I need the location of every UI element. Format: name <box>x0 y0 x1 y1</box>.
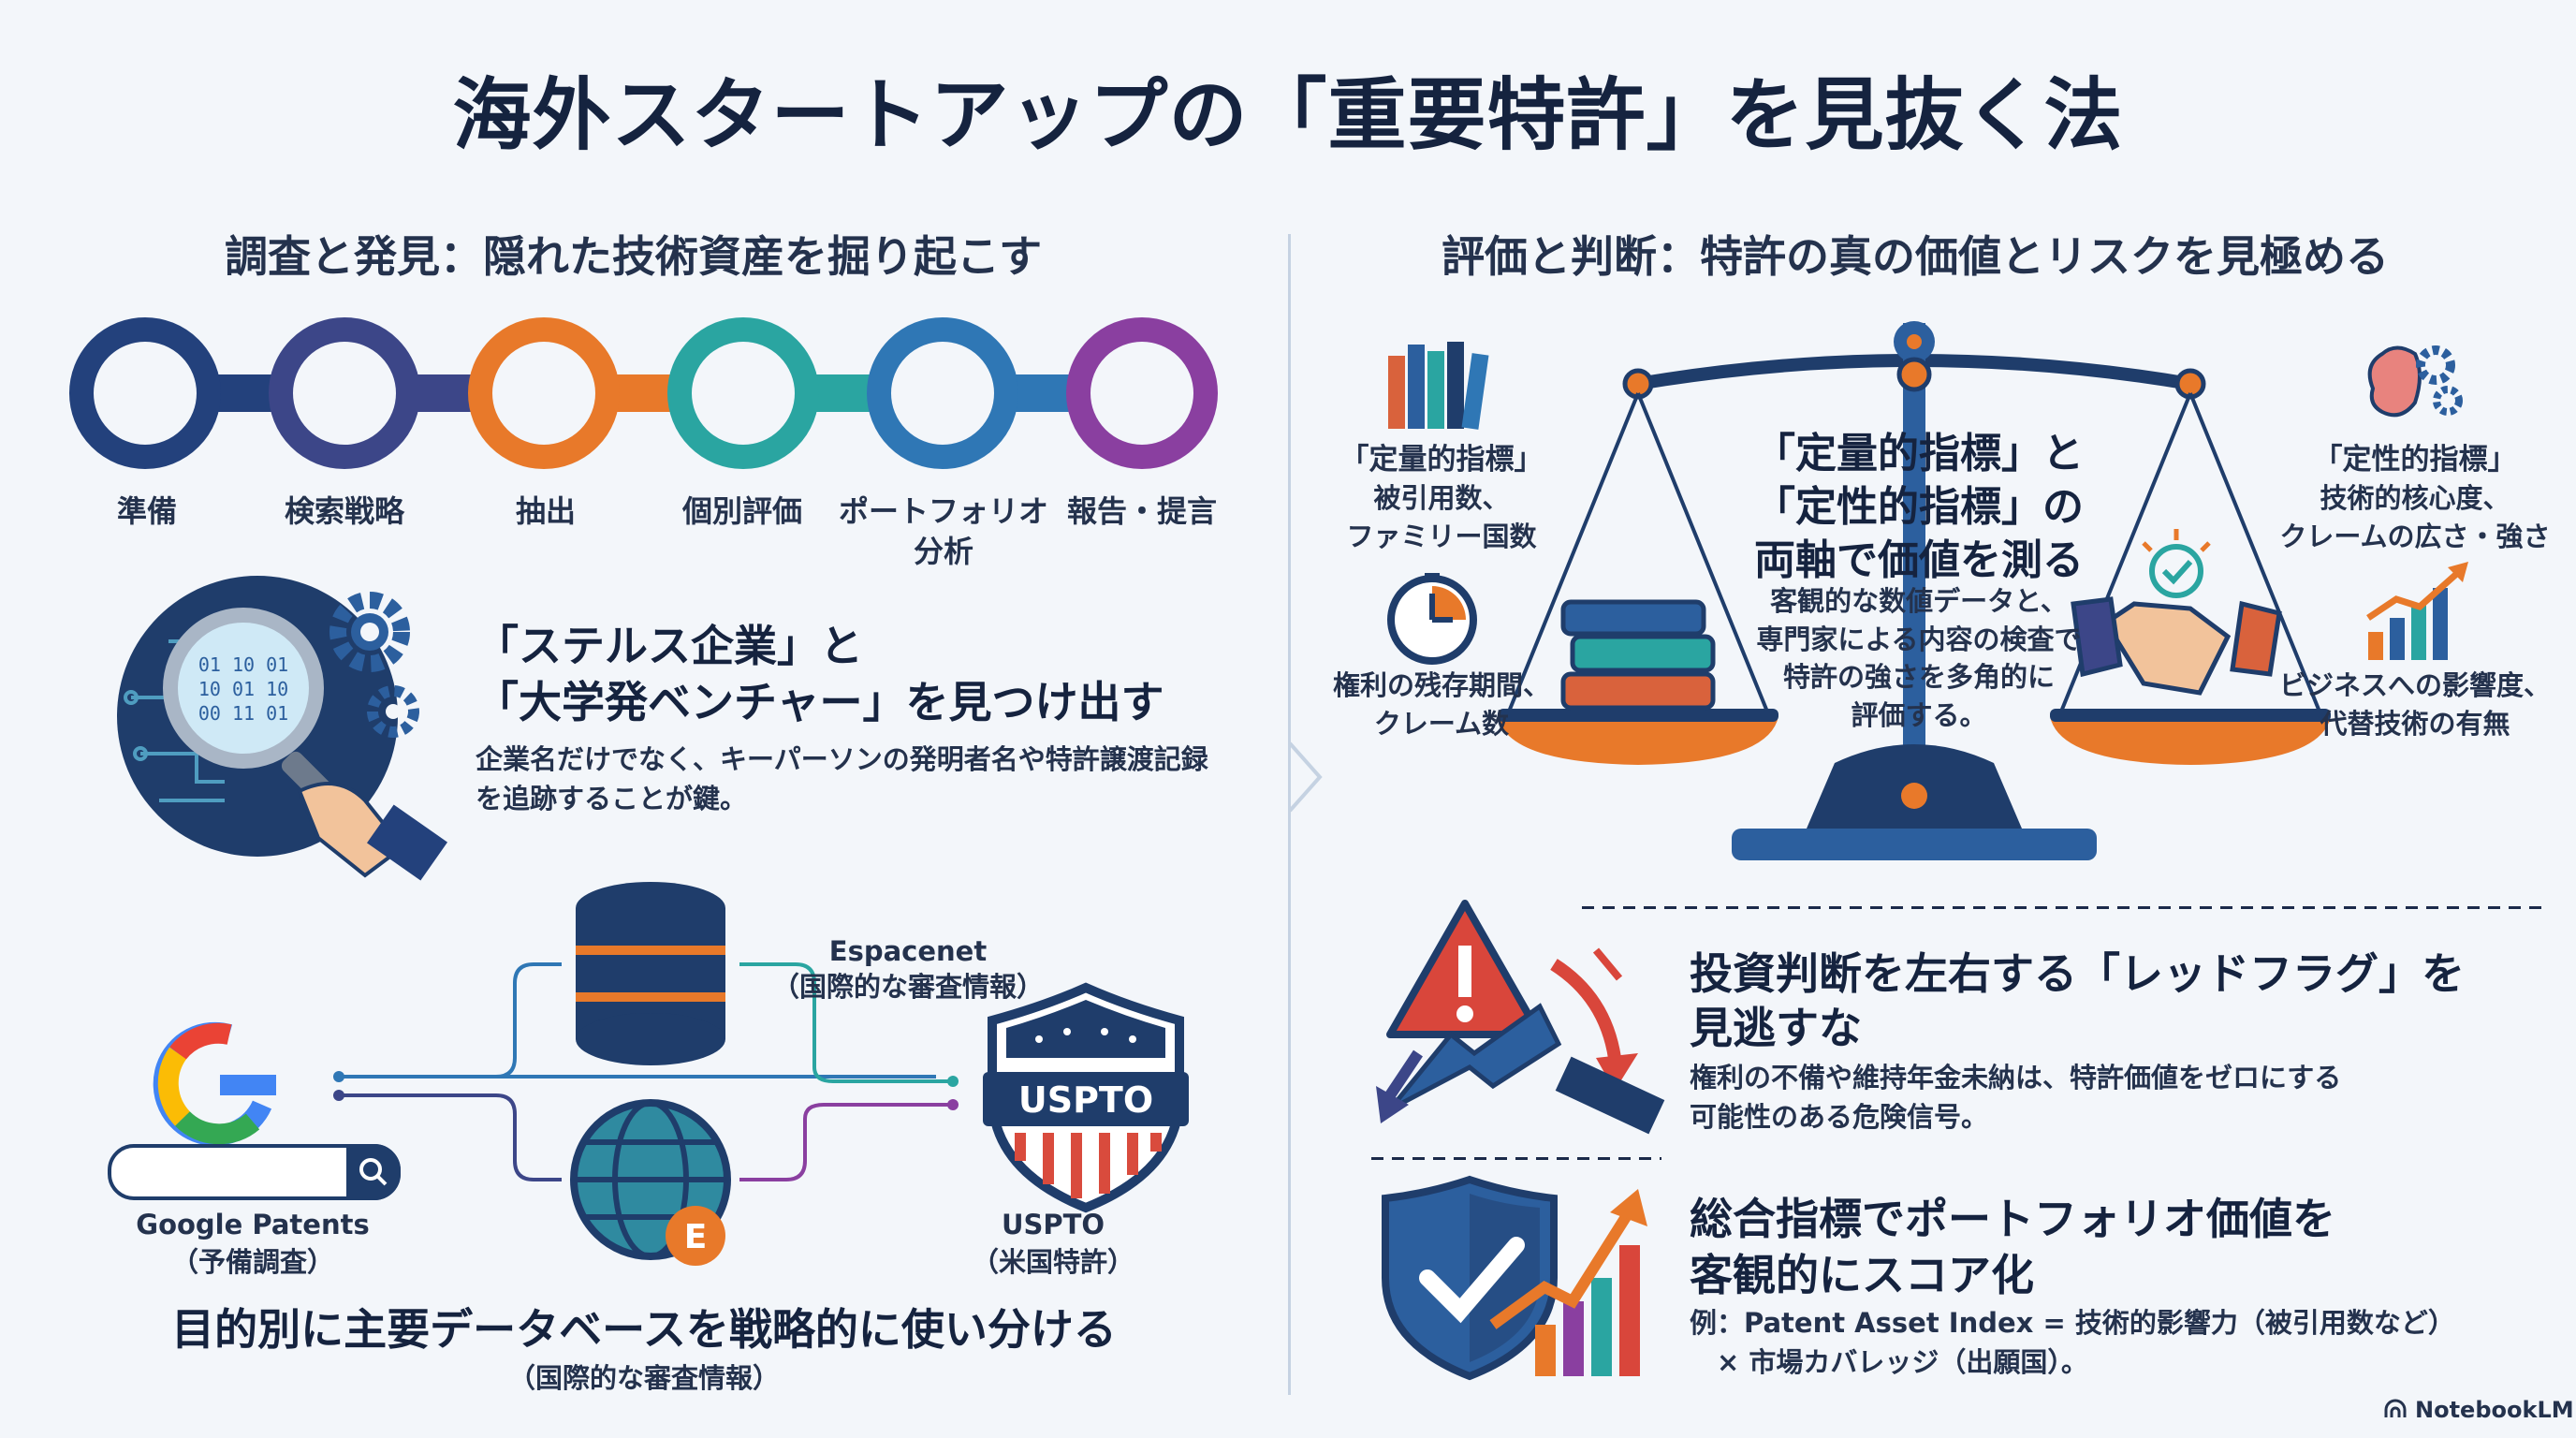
database-network-diagram: E USPTO <box>153 882 1189 1266</box>
search-button[interactable] <box>346 1144 401 1200</box>
database-icon <box>576 882 725 1065</box>
process-chain <box>69 317 1218 469</box>
qual-body: 技術的核心度、 クレームの広さ・強さ <box>2279 482 2551 552</box>
svg-text:00 11 01: 00 11 01 <box>198 702 288 725</box>
database-footer-heading: 目的別に主要データベースを戦略的に使い分ける <box>171 1304 1117 1355</box>
stealth-heading-line2: 「大学発ベンチャー」を見つけ出す <box>476 677 1164 727</box>
redflag-body: 権利の不備や維持年金未納は、特許価値をゼロにする 可能性のある危険信号。 <box>1690 1062 2342 1134</box>
qual-heading: 「定性的指標」 <box>2313 443 2517 477</box>
google-patents-sub: （予備調査） <box>170 1246 334 1278</box>
magnifier-gears-illustration: 01 10 01 10 01 10 00 11 01 <box>117 576 448 881</box>
shield-check-icon <box>1382 1175 1558 1381</box>
step-label-portfolio: ポートフォリオ 分析 <box>838 493 1048 570</box>
google-logo-icon <box>153 1021 276 1146</box>
step-label-prep: 準備 <box>116 493 177 529</box>
step-label-report: 報告・提言 <box>1066 493 1217 529</box>
bookshelf-icon <box>1388 342 1489 430</box>
balance-scale-illustration <box>1498 321 2331 860</box>
score-body: 例：Patent Asset Index = 技術的影響力（被引用数など） × … <box>1690 1307 2455 1379</box>
redflag-heading-line1: 投資判断を左右する「レッドフラグ」を <box>1690 948 2465 999</box>
redflag-heading-line2: 見逃すな <box>1690 1003 1862 1053</box>
process-step-ring <box>867 317 1018 469</box>
svg-text:10 01 10: 10 01 10 <box>198 678 288 700</box>
gear-icon <box>329 592 419 738</box>
search-icon <box>359 1158 388 1186</box>
brand-logo: NotebookLM <box>2383 1397 2574 1423</box>
process-step-ring <box>468 317 620 469</box>
database-footer-sub: （国際的な審査情報） <box>507 1362 780 1394</box>
step-label-evaluate: 個別評価 <box>681 493 802 529</box>
shield-growth-illustration <box>1382 1175 1647 1381</box>
left-section-heading: 調査と発見：隠れた技術資産を掘り起こす <box>225 231 1043 282</box>
process-step-ring <box>1066 317 1218 469</box>
quant-body: 被引用数、 ファミリー国数 <box>1346 482 1537 552</box>
page-title: 海外スタートアップの「重要特許」を見抜く法 <box>452 69 2124 161</box>
espacenet-sub: （国際的な審査情報） <box>771 971 1044 1003</box>
qual-impact-label: ビジネスへの影響度、 代替技術の有無 <box>2278 669 2551 740</box>
stealth-heading-line1: 「ステルス企業」と <box>476 621 863 671</box>
svg-text:01 10 01: 01 10 01 <box>198 653 288 676</box>
svg-text:E: E <box>684 1218 708 1256</box>
quant-time-label: 権利の残存期間、 クレーム数 <box>1332 669 1550 740</box>
process-step-ring <box>269 317 420 469</box>
divider-chevron-icon <box>1288 741 1323 813</box>
brand-name: NotebookLM <box>2415 1397 2574 1423</box>
red-flag-warning-illustration <box>1376 900 1665 1135</box>
dashed-separator-short <box>1371 1157 1661 1160</box>
score-heading-line2: 客観的にスコア化 <box>1690 1250 2034 1300</box>
growth-chart-icon <box>2366 562 2468 660</box>
notebooklm-logo-icon <box>2384 1399 2407 1417</box>
process-step-ring <box>667 317 819 469</box>
handshake-icon <box>2071 529 2282 696</box>
globe-icon: E <box>570 1099 731 1266</box>
process-step-ring <box>69 317 221 469</box>
espacenet-label: Espacenet <box>828 935 988 967</box>
brain-gears-icon <box>2367 345 2463 418</box>
uspto-shield-icon: USPTO <box>983 982 1189 1213</box>
center-heading: 「定量的指標」と 「定性的指標」の 両軸で価値を測る <box>1754 430 2084 585</box>
google-patents-label: Google Patents <box>136 1209 370 1240</box>
section-divider <box>1288 234 1291 1395</box>
uspto-sub: （米国特許） <box>971 1246 1134 1278</box>
warning-triangle-icon <box>1386 900 1544 1038</box>
step-label-extract: 抽出 <box>515 493 576 529</box>
right-section-heading: 評価と判断：特許の真の価値とリスクを見極める <box>1442 231 2389 282</box>
step-label-search: 検索戦略 <box>284 493 404 529</box>
center-body: 客観的な数値データと、 専門家による内容の検査で 特許の強さを多角的に 評価する… <box>1756 585 2082 731</box>
stealth-body: 企業名だけでなく、キーパーソンの発明者名や特許譲渡記録を追跡することが鍵。 <box>476 743 1208 815</box>
dashed-separator <box>1582 906 2546 909</box>
uspto-label: USPTO <box>1001 1209 1105 1240</box>
search-bar[interactable] <box>108 1144 401 1200</box>
score-heading-line1: 総合指標でポートフォリオ価値を <box>1690 1194 2335 1244</box>
books-stack-icon <box>1560 599 1716 711</box>
clock-icon <box>1387 573 1477 665</box>
svg-text:USPTO: USPTO <box>1018 1079 1153 1121</box>
quant-heading: 「定量的指標」 <box>1339 443 1544 477</box>
